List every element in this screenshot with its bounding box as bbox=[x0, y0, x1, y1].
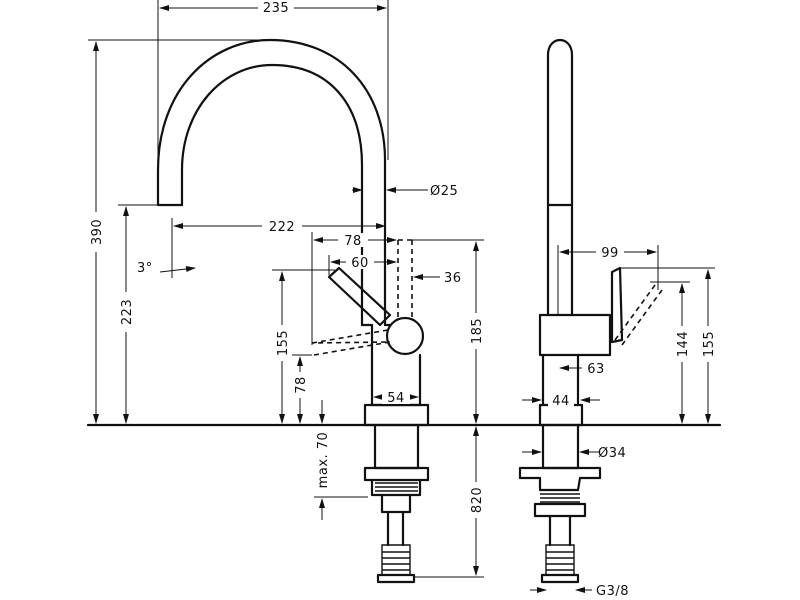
lever-handle bbox=[327, 266, 392, 327]
dim-223: 223 bbox=[120, 299, 135, 325]
dim-44: 44 bbox=[552, 394, 570, 409]
dim-78-left: 78 bbox=[294, 376, 309, 394]
dim-155-side: 155 bbox=[702, 331, 717, 357]
dim-spout-diameter: Ø25 bbox=[430, 184, 458, 199]
dim-235: 235 bbox=[263, 1, 289, 16]
nut-thread bbox=[375, 482, 418, 492]
side-nut-thread bbox=[540, 493, 580, 503]
spout-outline bbox=[156, 38, 387, 327]
dim-78-top: 78 bbox=[344, 234, 362, 249]
side-view bbox=[518, 38, 663, 584]
side-body bbox=[538, 313, 612, 357]
dim-144: 144 bbox=[676, 331, 691, 357]
dim-63: 63 bbox=[587, 362, 605, 377]
dim-820: 820 bbox=[470, 487, 485, 513]
dim-shank-diameter: Ø34 bbox=[598, 446, 626, 461]
dimension-labels: 235 390 223 222 3° Ø25 78 60 36 155 78 1… bbox=[89, 0, 717, 599]
supply-hoses bbox=[380, 493, 412, 514]
dim-max-70: max. 70 bbox=[316, 432, 331, 489]
dim-222: 222 bbox=[269, 220, 295, 235]
hose-thread-side bbox=[546, 551, 574, 571]
dim-tilt-angle: 3° bbox=[137, 261, 153, 276]
dim-99: 99 bbox=[601, 246, 619, 261]
shank bbox=[373, 423, 420, 470]
dim-connection-thread: G3/8 bbox=[596, 584, 629, 599]
spout-inner-outline bbox=[180, 63, 364, 327]
dim-155-front: 155 bbox=[276, 330, 291, 356]
dim-36: 36 bbox=[444, 271, 462, 286]
side-lever bbox=[610, 266, 624, 344]
front-view bbox=[86, 38, 722, 584]
lever-alt-position bbox=[311, 329, 391, 356]
side-spout bbox=[546, 38, 574, 317]
dim-390: 390 bbox=[90, 219, 105, 245]
dim-185: 185 bbox=[470, 318, 485, 344]
lever-hub bbox=[385, 316, 425, 356]
hose-thread-front bbox=[382, 551, 410, 571]
dim-54: 54 bbox=[387, 391, 405, 406]
dim-60: 60 bbox=[351, 256, 369, 271]
